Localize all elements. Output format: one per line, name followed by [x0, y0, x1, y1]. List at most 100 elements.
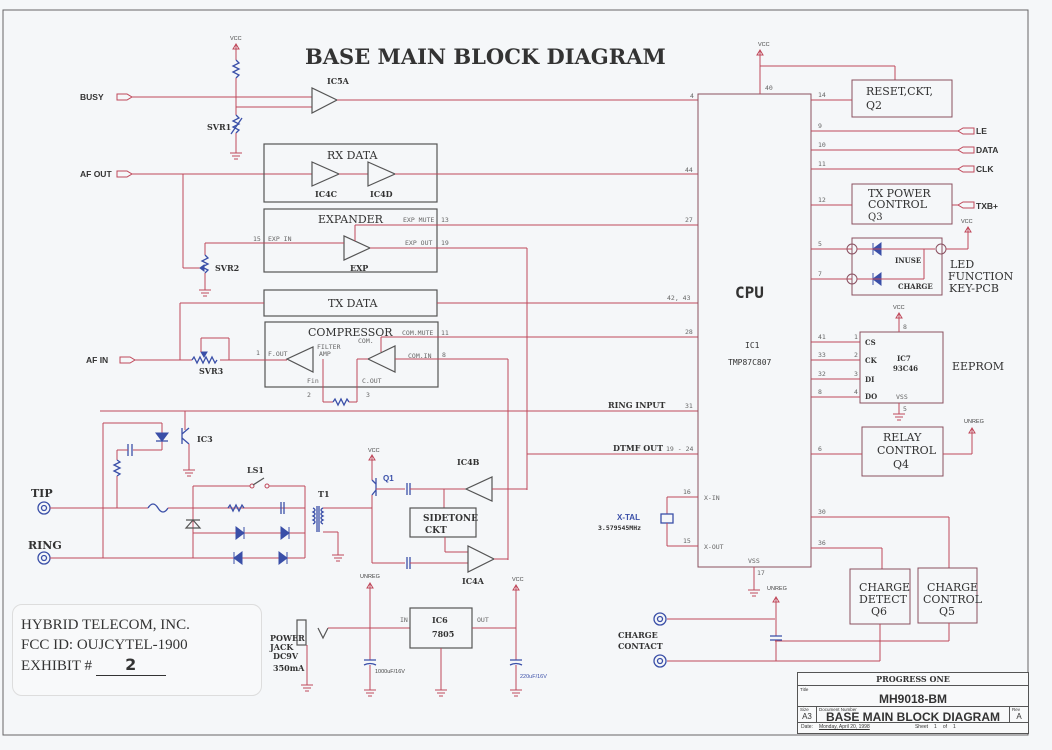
pin-label: 8: [903, 323, 907, 331]
x-out-label: X-OUT: [704, 543, 724, 551]
vcc-label: VCC: [512, 577, 524, 583]
q1-label: Q1: [383, 474, 394, 483]
charge-control-q5: Q5: [939, 605, 955, 618]
power-supply-section: UNREG VCC POWER JACK DC9V 350mA 1000uF/1…: [269, 574, 547, 697]
tip-label: TIP: [31, 487, 53, 500]
eeprom-label: EEPROM: [952, 360, 1004, 373]
unreg-label: UNREG: [360, 574, 380, 580]
svr2-label: SVR2: [215, 263, 239, 273]
sidetone-label: SIDETONE: [423, 514, 478, 524]
sheet-border: [2, 9, 1029, 736]
doc-caption: Document Number: [819, 707, 857, 712]
tx-data-section: TX DATA 42, 43: [179, 289, 698, 360]
pin-label: 5: [903, 405, 907, 413]
stamp-exhibit: EXHIBIT # 2: [21, 655, 261, 676]
rx-data-label: RX DATA: [327, 149, 379, 162]
tip-terminal-icon: [37, 501, 51, 515]
doc-value: BASE MAIN BLOCK DIAGRAM: [826, 710, 1000, 724]
led-function-label: KEY-PCB: [949, 282, 999, 295]
power-jack-label: POWER: [270, 633, 305, 643]
unreg-label: UNREG: [767, 586, 787, 592]
ic7-part: 93C46: [893, 364, 918, 373]
inuse-label: INUSE: [895, 256, 921, 265]
pin-label: 31: [685, 402, 693, 410]
right-section: RESET,CKT, Q2 14 9 LE 10 DATA 11 CLK TX …: [618, 79, 1014, 668]
pin-label: 15: [683, 537, 691, 545]
ic3-label: IC3: [197, 434, 213, 444]
pin-label: 11: [818, 160, 826, 168]
title-block-company: PROGRESS ONE: [798, 673, 1028, 686]
ring-input-label: RING INPUT: [608, 400, 665, 410]
led-function-label: LED: [950, 258, 974, 271]
diagram-title: BASE MAIN BLOCK DIAGRAM: [305, 44, 666, 69]
ic4c-buffer-icon: [311, 161, 341, 187]
af-out-section: AF OUT RX DATA IC4C IC4D 44: [80, 143, 698, 269]
ground-icon: [332, 554, 344, 562]
ic4c-label: IC4C: [315, 189, 337, 199]
power-jack-icon: [296, 619, 307, 646]
pin-label: 1: [256, 349, 260, 357]
com-label: COM.: [358, 337, 374, 345]
ground-icon: [199, 289, 211, 297]
pin-label: 10: [818, 141, 826, 149]
pin-label: 12: [818, 196, 826, 204]
diode-icon: [280, 526, 290, 540]
eeprom-pin-cs: CS: [865, 338, 876, 347]
af-in-port-icon: [119, 356, 136, 364]
cap2-label: 220uF/16V: [520, 674, 547, 680]
svr3-label: SVR3: [199, 366, 224, 376]
relay-control-block: [861, 426, 944, 477]
ic7-label: IC7: [897, 354, 911, 363]
exp-amp-icon: [343, 235, 372, 261]
ground-icon: [510, 689, 522, 697]
ic5a-label: IC5A: [327, 76, 350, 86]
pin-label: 15: [253, 235, 261, 243]
pin-label: 2: [307, 391, 311, 399]
power-jack-label: JACK: [269, 642, 294, 652]
exhibit-number: 2: [95, 655, 166, 676]
resistor-icon: [332, 397, 350, 407]
fcc-exhibit-stamp: HYBRID TELECOM, INC. FCC ID: OUJCYTEL-19…: [12, 604, 262, 696]
relay-label: CONTROL: [877, 444, 937, 457]
nets-section: RING INPUT 31 DTMF OUT 19 - 24: [100, 400, 698, 455]
charge-control-block: [917, 567, 978, 624]
sidetone-label: CKT: [425, 526, 447, 536]
eeprom-pin-ck: CK: [865, 356, 878, 365]
le-port-icon: [957, 127, 975, 135]
fuse-icon: [147, 503, 169, 513]
ground-icon: [893, 413, 905, 421]
data-label: DATA: [976, 145, 998, 155]
resistor-icon: [231, 59, 241, 79]
exp-label: EXP: [350, 263, 368, 273]
of-caption: of: [942, 724, 947, 730]
cpu-label: CPU: [735, 283, 764, 302]
cpu-part-label: TMP87C807: [728, 358, 772, 367]
optocoupler-led-icon: [155, 432, 169, 442]
vcc-label: VCC: [961, 219, 973, 225]
cpu-ic-label: IC1: [745, 341, 760, 350]
diode-icon: [235, 526, 245, 540]
le-label: LE: [976, 126, 987, 136]
filter-amp-icon: [285, 346, 314, 373]
vss-label: VSS: [896, 393, 908, 401]
unreg-label: UNREG: [964, 419, 984, 425]
pin-label: 33: [818, 351, 826, 359]
rev-value: A: [1016, 712, 1022, 721]
af-in-section: AF IN SVR3: [86, 337, 287, 376]
capacitor-icon: [363, 659, 377, 666]
rx-data-block: [263, 143, 438, 203]
com-mute-label: COM.MUTE: [402, 329, 433, 337]
charge-control-label: CONTROL: [923, 593, 983, 606]
busy-section: BUSY VCC SVR1 IC5A 4: [80, 36, 698, 160]
vcc-label: VCC: [758, 42, 770, 48]
line-interface-section: IC3 TIP RING LS1: [28, 411, 372, 565]
clk-port-icon: [957, 165, 975, 173]
trimmer-svr3-icon: [191, 355, 218, 365]
compressor-label: COMPRESSOR: [308, 326, 393, 339]
date-value: Monday, April 20, 1998: [818, 724, 870, 730]
vss-label: VSS: [748, 557, 760, 565]
eeprom-pin-do: DO: [865, 392, 877, 401]
exp-out-label: EXP OUT: [405, 239, 432, 247]
wiper-arrow-icon: [199, 264, 205, 272]
tx-power-q3: Q3: [868, 212, 883, 223]
